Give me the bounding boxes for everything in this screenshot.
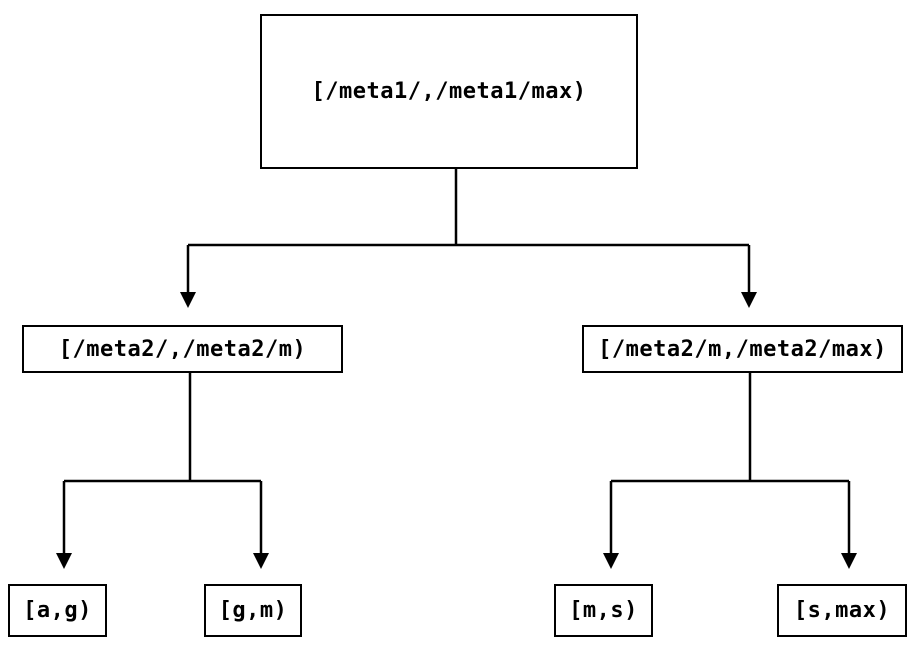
- node-label: [/meta2/m,/meta2/max): [598, 336, 887, 362]
- connector-meta2high-to-leaves: [609, 373, 851, 554]
- node-meta2-high-interval: [/meta2/m,/meta2/max): [582, 325, 903, 373]
- arrowhead-down-icon: [253, 553, 269, 569]
- node-leaf-a-g: [a,g): [8, 584, 107, 637]
- connector-root-to-meta2: [186, 169, 751, 293]
- node-label: [g,m): [218, 598, 288, 623]
- node-label: [/meta1/,/meta1/max): [311, 79, 587, 104]
- arrowhead-down-icon: [56, 553, 72, 569]
- node-label: [a,g): [23, 598, 92, 623]
- node-leaf-g-m: [g,m): [204, 584, 302, 637]
- node-meta2-low-interval: [/meta2/,/meta2/m): [22, 325, 343, 373]
- arrowhead-down-icon: [841, 553, 857, 569]
- arrowhead-down-icon: [603, 553, 619, 569]
- node-label: [m,s): [569, 598, 638, 623]
- arrowhead-down-icon: [741, 292, 757, 308]
- connector-meta2low-to-leaves: [62, 373, 263, 554]
- node-leaf-s-max: [s,max): [777, 584, 907, 637]
- node-root-interval: [/meta1/,/meta1/max): [260, 14, 638, 169]
- node-leaf-m-s: [m,s): [554, 584, 653, 637]
- arrowhead-down-icon: [180, 292, 196, 308]
- node-label: [/meta2/,/meta2/m): [58, 336, 307, 362]
- node-label: [s,max): [793, 598, 891, 623]
